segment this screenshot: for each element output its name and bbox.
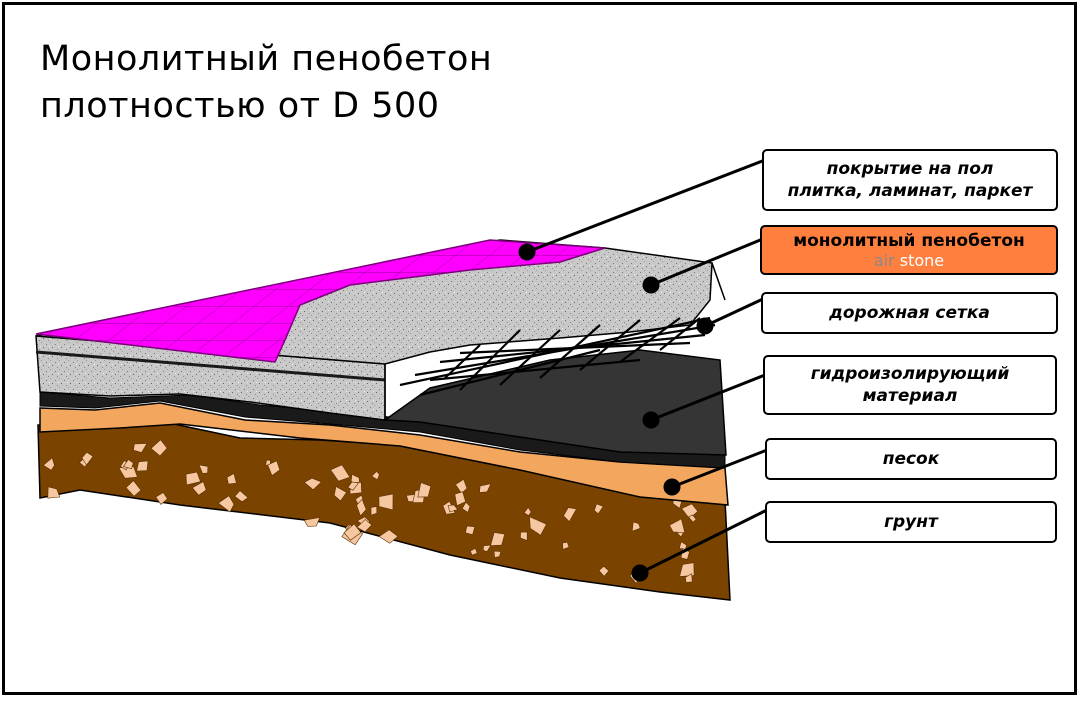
soil-pebble: [668, 518, 686, 534]
soil-pebble: [465, 525, 476, 536]
soil-pebble: [42, 457, 55, 471]
label-road-mesh-line-1: дорожная сетка: [829, 303, 990, 323]
soil-pebble: [226, 473, 237, 485]
mesh-edge-line: [35, 350, 386, 382]
soil-pebble: [371, 470, 380, 481]
soil-pebble: [47, 486, 61, 499]
leader-lines: [518, 158, 768, 582]
soil-pebbles: [42, 439, 699, 584]
label-waterproofing: гидроизолирующий материал: [763, 355, 1057, 415]
soil-pebble: [217, 495, 235, 513]
soil-pebble: [378, 493, 394, 511]
soil-pebble: [333, 486, 347, 502]
soil-pebble: [303, 477, 322, 491]
soil-pebble: [185, 471, 201, 486]
soil-pebble: [520, 531, 528, 541]
label-waterproofing-line-1: гидроизолирующий: [810, 364, 1010, 384]
soil-pebble: [81, 451, 94, 466]
road-mesh-grid: [399, 316, 716, 397]
label-foam-concrete-line-1: монолитный пенобетон: [793, 231, 1025, 251]
label-sand-line-1: песок: [882, 449, 940, 469]
label-road-mesh: дорожная сетка: [761, 292, 1058, 334]
brand-stone: stone: [899, 251, 945, 270]
soil-pebble: [133, 443, 148, 453]
label-soil: грунт: [765, 501, 1057, 543]
brand-name: air stone: [874, 252, 944, 270]
soil-pebble: [330, 464, 351, 482]
soil-pebble: [490, 532, 506, 547]
soil-pebble: [378, 529, 399, 544]
soil-pebble: [593, 503, 604, 515]
soil-pebble: [479, 483, 492, 493]
sand-layer: [39, 402, 729, 506]
soil-pebble: [356, 518, 373, 533]
soil-pebble: [370, 506, 378, 516]
soil-pebble: [562, 541, 570, 550]
soil-pebble: [234, 490, 249, 503]
label-flooring-line-1: покрытие на пол: [826, 159, 994, 179]
diagram-title: Монолитный пенобетон плотностью от D 500: [40, 36, 492, 130]
soil-pebble: [343, 523, 362, 541]
label-flooring: покрытие на пол плитка, ламинат, паркет: [762, 149, 1058, 211]
label-waterproofing-line-2: материал: [862, 386, 958, 406]
brand-air: air: [873, 251, 895, 270]
soil-pebble: [347, 481, 360, 491]
soil-pebble: [191, 481, 207, 496]
soil-pebble: [356, 498, 367, 517]
soil-pebble: [523, 506, 532, 516]
label-flooring-line-2: плитка, ламинат, паркет: [787, 181, 1033, 201]
soil-pebble: [118, 466, 138, 479]
soil-pebble: [493, 550, 502, 559]
soil-pebble: [447, 504, 459, 513]
label-sand: песок: [765, 438, 1057, 480]
soil-pebble: [267, 460, 281, 477]
label-foam-concrete: монолитный пенобетон air stone: [760, 225, 1058, 275]
soil-pebble: [150, 439, 168, 457]
diagram-frame: [2, 2, 1077, 695]
soil-pebble: [303, 517, 321, 527]
soil-pebble: [631, 521, 641, 532]
soil-pebble: [417, 482, 432, 498]
soil-pebble: [455, 478, 468, 494]
soil-pebble: [688, 514, 697, 523]
soil-pebble: [598, 565, 610, 577]
title-line-1: Монолитный пенобетон: [40, 39, 493, 79]
soil-pebble: [679, 562, 695, 577]
soil-pebble: [155, 492, 168, 505]
soil-pebble: [469, 547, 478, 556]
soil-pebble: [198, 464, 209, 474]
soil-pebble: [454, 491, 466, 507]
soil-pebble: [679, 541, 687, 551]
soil-pebble: [461, 501, 471, 513]
title-line-2: плотностью от D 500: [40, 86, 440, 126]
soil-pebble: [122, 459, 134, 470]
soil-pebble: [529, 516, 547, 536]
soil-pebble: [125, 480, 142, 497]
soil-pebble: [563, 507, 577, 523]
soil-pebble: [136, 460, 149, 472]
waterproofing-band: [39, 391, 726, 469]
label-soil-line-1: грунт: [884, 512, 938, 532]
soil-pebble: [685, 573, 693, 583]
